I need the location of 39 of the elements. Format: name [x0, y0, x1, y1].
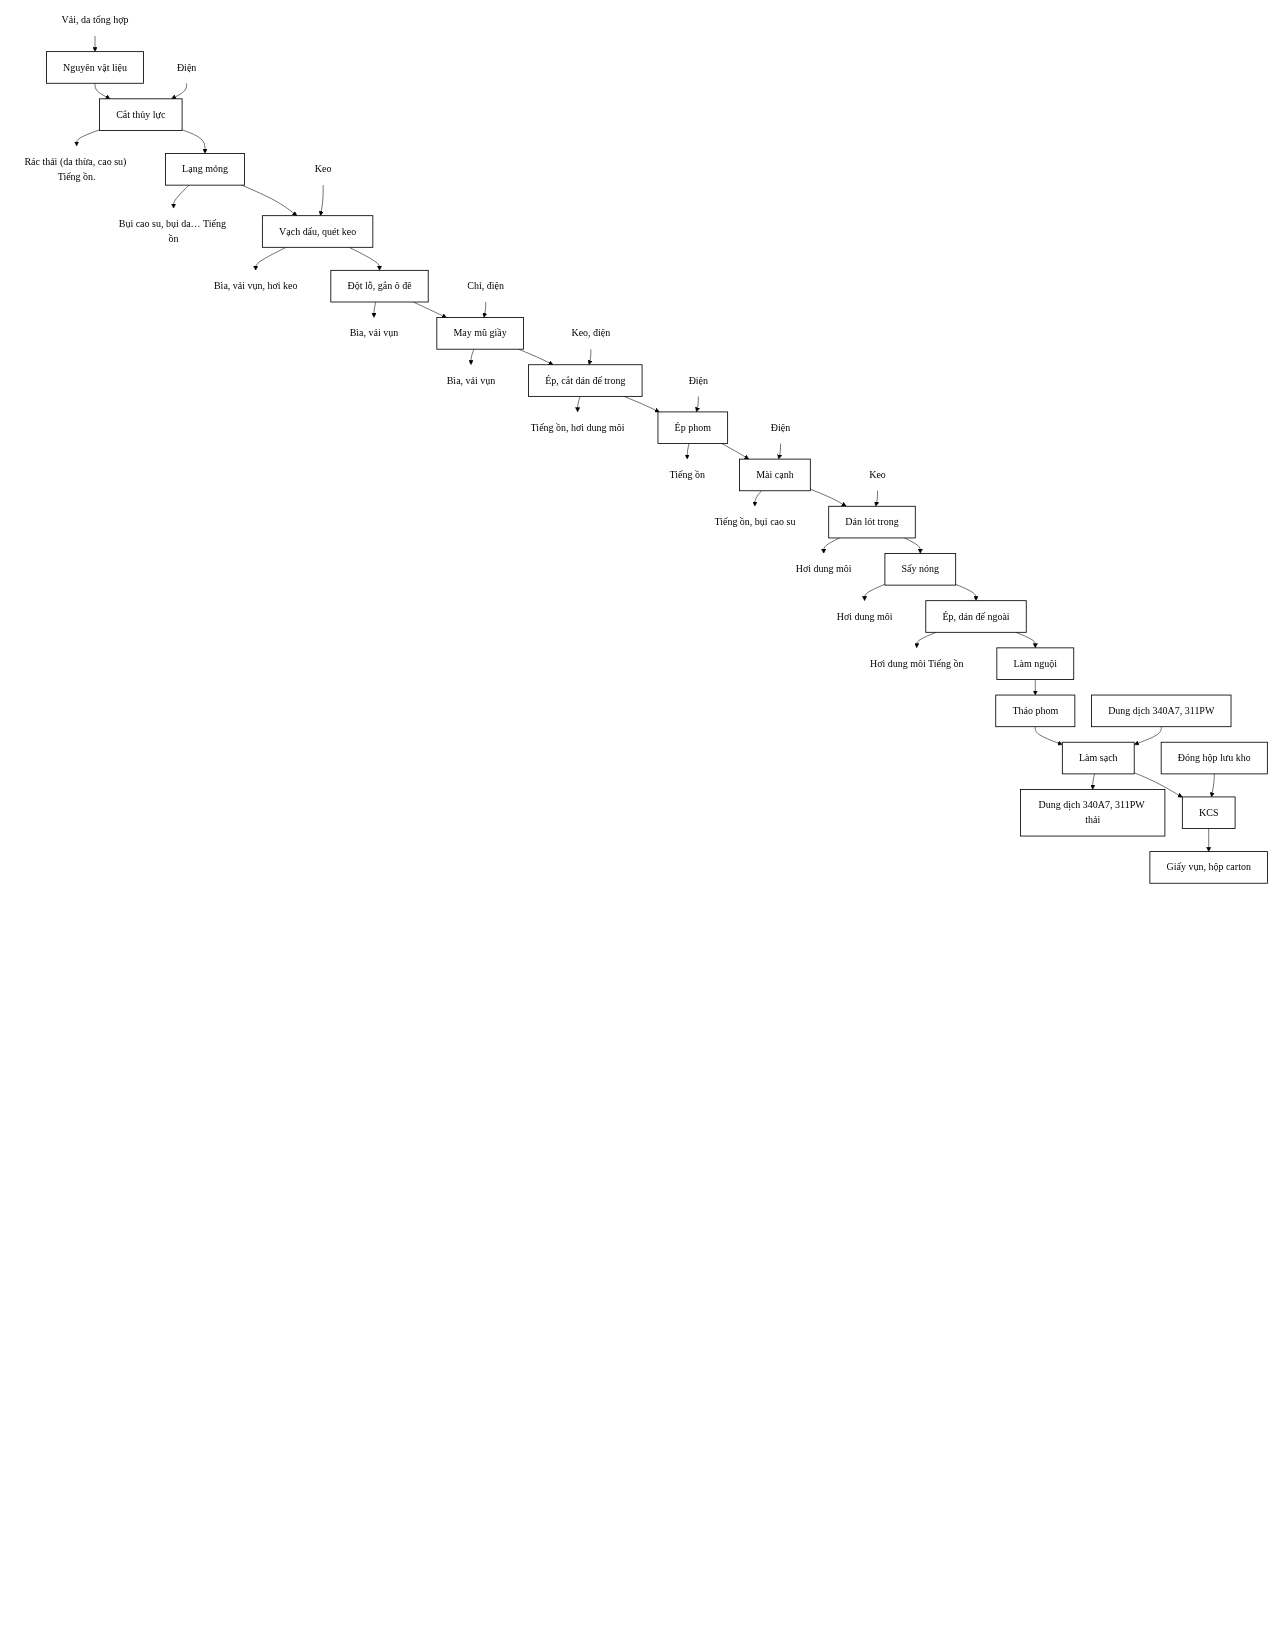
node-text: Hơi dung môi	[795, 563, 852, 575]
node-box: Ép, cắt dán đế trong	[528, 364, 643, 397]
node-text: Hơi dung môi	[836, 610, 893, 622]
node-text: Chỉ, điện	[467, 280, 504, 292]
node-box: Vạch dấu, quét keo	[261, 215, 374, 248]
node-box: May mũ giầy	[436, 317, 524, 350]
node-text: Bìa, vải vụn	[446, 374, 496, 386]
node-text: Tiếng ồn	[669, 469, 705, 481]
node-box: Giấy vụn, hộp carton	[1149, 851, 1268, 884]
node-box: Tháo phom	[995, 694, 1076, 728]
node-text: Keo	[869, 469, 886, 481]
node-text: Vải, da tổng hợp	[61, 14, 129, 26]
node-box: Dán lót trong	[828, 505, 916, 539]
node-text: Tiếng ồn, hơi dung môi	[530, 421, 625, 434]
node-text: Keo	[314, 163, 332, 175]
node-box: Ép, dán đế ngoài	[925, 600, 1027, 633]
node-box: Sấy nóng	[884, 553, 957, 586]
node-box: Đột lỗ, gắn ô đê	[330, 269, 429, 303]
node-box: Dung dịch 340A7, 311PW thải	[1020, 789, 1166, 837]
node-text: Điện	[176, 61, 197, 73]
node-box: Mài cạnh	[739, 458, 811, 492]
node-text: Hơi dung môi Tiếng ồn	[869, 657, 964, 669]
node-box: Lạng mỏng	[165, 153, 245, 186]
node-box: Dung dịch 340A7, 311PW	[1091, 694, 1232, 728]
node-box: Nguyên vật liệu	[46, 51, 144, 84]
node-text: Keo, điện	[571, 327, 611, 339]
node-box: KCS	[1181, 796, 1236, 829]
node-box: Làm nguội	[996, 647, 1075, 680]
node-text: Điện	[688, 374, 709, 386]
node-text: Bìa, vải vụn, hơi keo	[213, 280, 298, 292]
node-box: Đóng hộp lưu kho	[1160, 741, 1268, 775]
node-text: Bìa, vải vụn	[349, 327, 399, 339]
node-box: Làm sạch	[1061, 741, 1135, 775]
node-text: Điện	[770, 421, 791, 434]
node-text: Rác thải (da thừa, cao su) Tiếng ồn.	[24, 156, 127, 183]
node-text: Bụi cao su, bụi da… Tiếng ồn	[118, 218, 226, 245]
node-box: Cắt thủy lực	[99, 98, 183, 131]
node-text: Tiếng ồn, bụi cao su	[714, 516, 796, 528]
node-box: Ép phom	[657, 411, 729, 444]
